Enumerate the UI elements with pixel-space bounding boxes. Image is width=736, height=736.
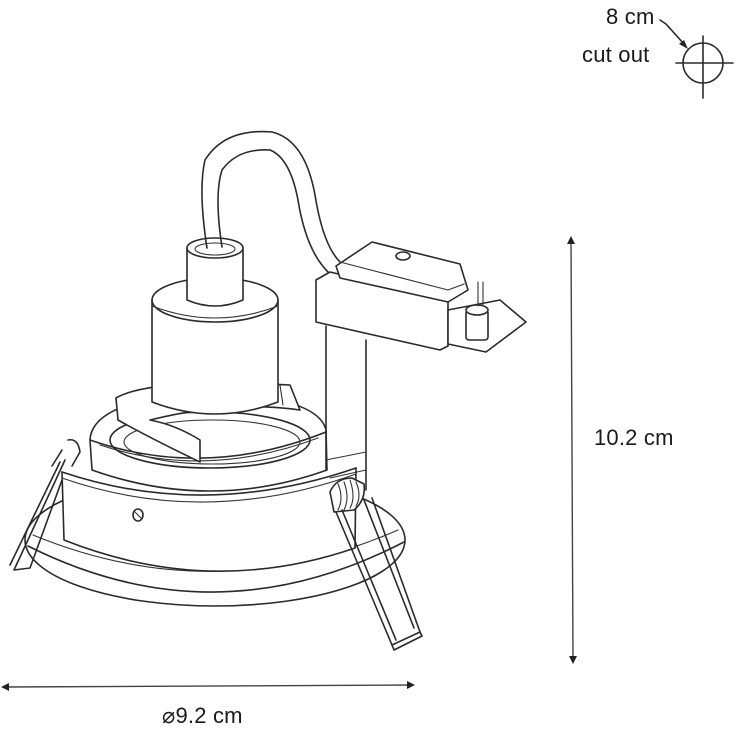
height-dimension-label: 10.2 cm [594, 425, 674, 450]
cutout-text-label: cut out [582, 42, 650, 67]
cutout-arrow-icon [659, 19, 688, 49]
lamp-holder [151, 237, 279, 415]
diameter-dimension-label: ⌀9.2 cm [162, 703, 243, 728]
height-dimension-line [567, 236, 577, 664]
left-spring-clip [9, 438, 81, 571]
mounting-posts [325, 325, 367, 491]
cutout-crosshair-icon [675, 35, 734, 99]
right-spring-clip [329, 477, 423, 651]
housing-cylinder [61, 467, 357, 572]
diameter-dimension-line [1, 681, 415, 691]
driver-box [315, 241, 527, 353]
cutout-size-label: 8 cm [606, 4, 655, 29]
power-cable [201, 130, 341, 273]
